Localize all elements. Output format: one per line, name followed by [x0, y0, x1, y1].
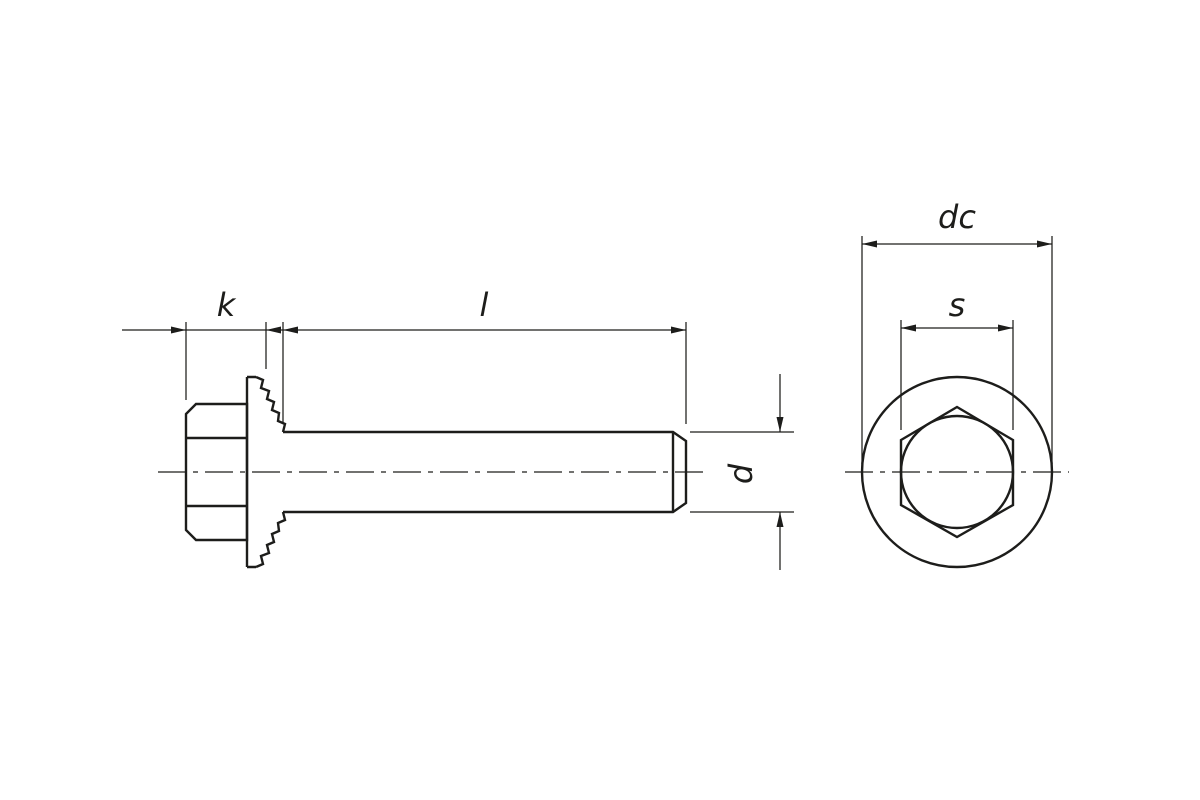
- dim-dc-arrow-right: [1037, 240, 1052, 248]
- bolt-head-facet-lines: [186, 436, 247, 508]
- dim-s-arrow-left: [901, 324, 916, 332]
- label-flange-diameter: dc: [938, 198, 976, 236]
- dim-l-arrow-right: [671, 326, 686, 334]
- label-head-height: k: [217, 286, 237, 324]
- dim-l-arrow-left: [283, 326, 298, 334]
- dim-l-extension-lines: [282, 322, 687, 424]
- dim-d-arrow-top: [776, 417, 784, 432]
- flange-serrations-bottom: [255, 511, 287, 569]
- end-view: [845, 375, 1069, 569]
- flange-outer-circle: [860, 375, 1054, 569]
- dim-dc-extension-lines: [861, 236, 1053, 464]
- label-thread-diameter: d: [722, 463, 760, 484]
- side-view: [158, 375, 708, 569]
- dimensions-end-view: dc s: [861, 198, 1053, 464]
- bolt-shank: [283, 430, 688, 514]
- dim-k-arrow-right: [266, 326, 281, 334]
- dim-d-extension-lines: [690, 431, 794, 513]
- dim-s-arrow-right: [998, 324, 1013, 332]
- dim-k-arrow-left: [171, 326, 186, 334]
- dimensions-side-view: k l d: [122, 286, 794, 570]
- dim-k-extension-lines: [185, 322, 267, 400]
- label-width-across-flats: s: [949, 286, 966, 324]
- head-hexagon: [899, 405, 1015, 539]
- dim-dc-arrow-left: [862, 240, 877, 248]
- label-length: l: [480, 286, 489, 324]
- flange-serrations-top: [255, 375, 287, 433]
- bolt-flange-rims: [247, 375, 256, 569]
- dim-d-arrow-bottom: [776, 512, 784, 527]
- dim-s-extension-lines: [900, 320, 1014, 430]
- head-chamfer-circle: [899, 414, 1015, 530]
